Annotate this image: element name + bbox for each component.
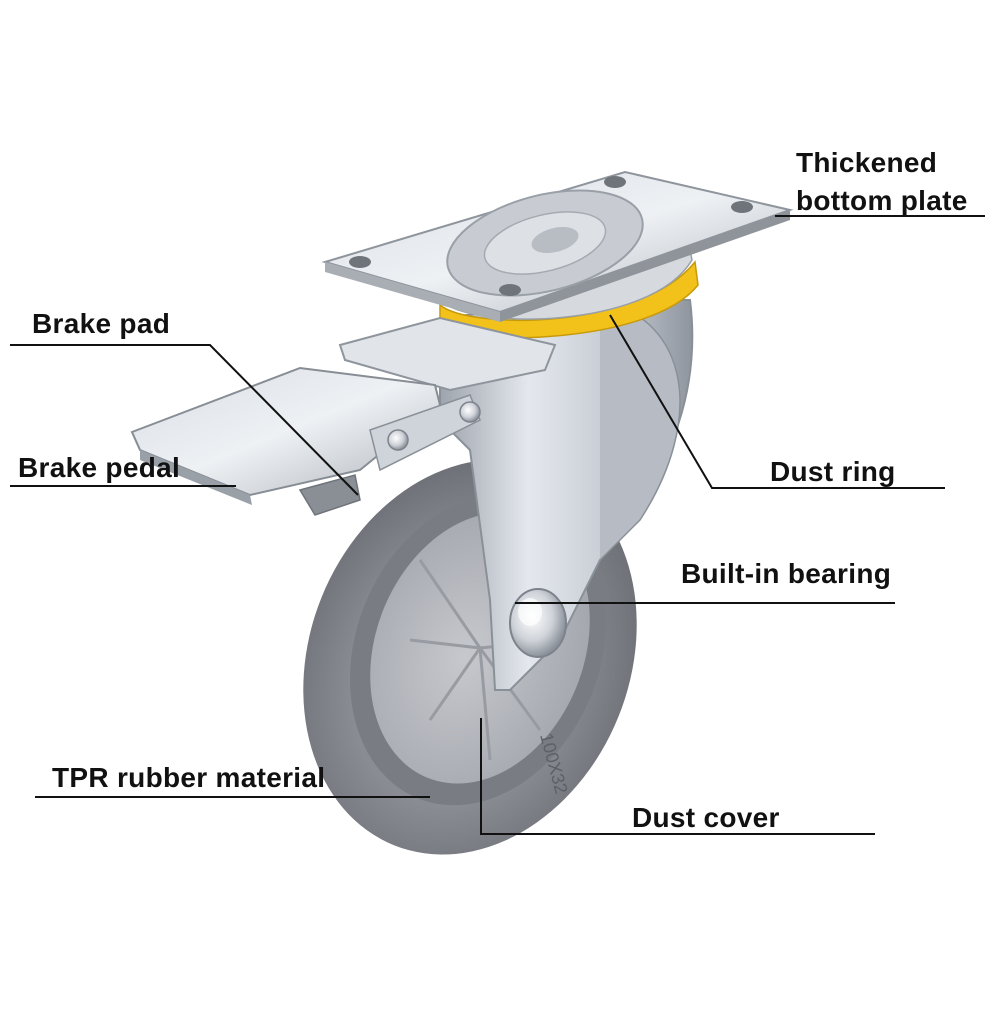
- label-dust-cover: Dust cover: [632, 802, 780, 833]
- label-brake-pedal: Brake pedal: [18, 452, 181, 483]
- leader-line-brake-pad: [10, 344, 359, 496]
- label-thickened-line1: Thickened: [796, 147, 938, 178]
- fork-bracket: [439, 299, 694, 691]
- label-tpr-rubber-material: TPR rubber material: [52, 762, 326, 793]
- label-built-in-bearing: Built-in bearing: [681, 558, 892, 589]
- label-brake-pad: Brake pad: [32, 308, 171, 339]
- label-dust-ring: Dust ring: [770, 456, 896, 487]
- leader-line-dust-cover: [480, 718, 875, 835]
- brake-assembly: [130, 316, 557, 516]
- leader-line-dust-ring: [609, 314, 945, 489]
- axle-bolt: [509, 588, 567, 658]
- brake-pad-shape: [298, 474, 361, 516]
- leader-lines: [10, 215, 985, 835]
- bottom-plate: [321, 170, 794, 322]
- label-thickened-line2: bottom plate: [796, 185, 968, 216]
- label-thickened-bottom-plate: Thickened bottom plate: [796, 144, 968, 220]
